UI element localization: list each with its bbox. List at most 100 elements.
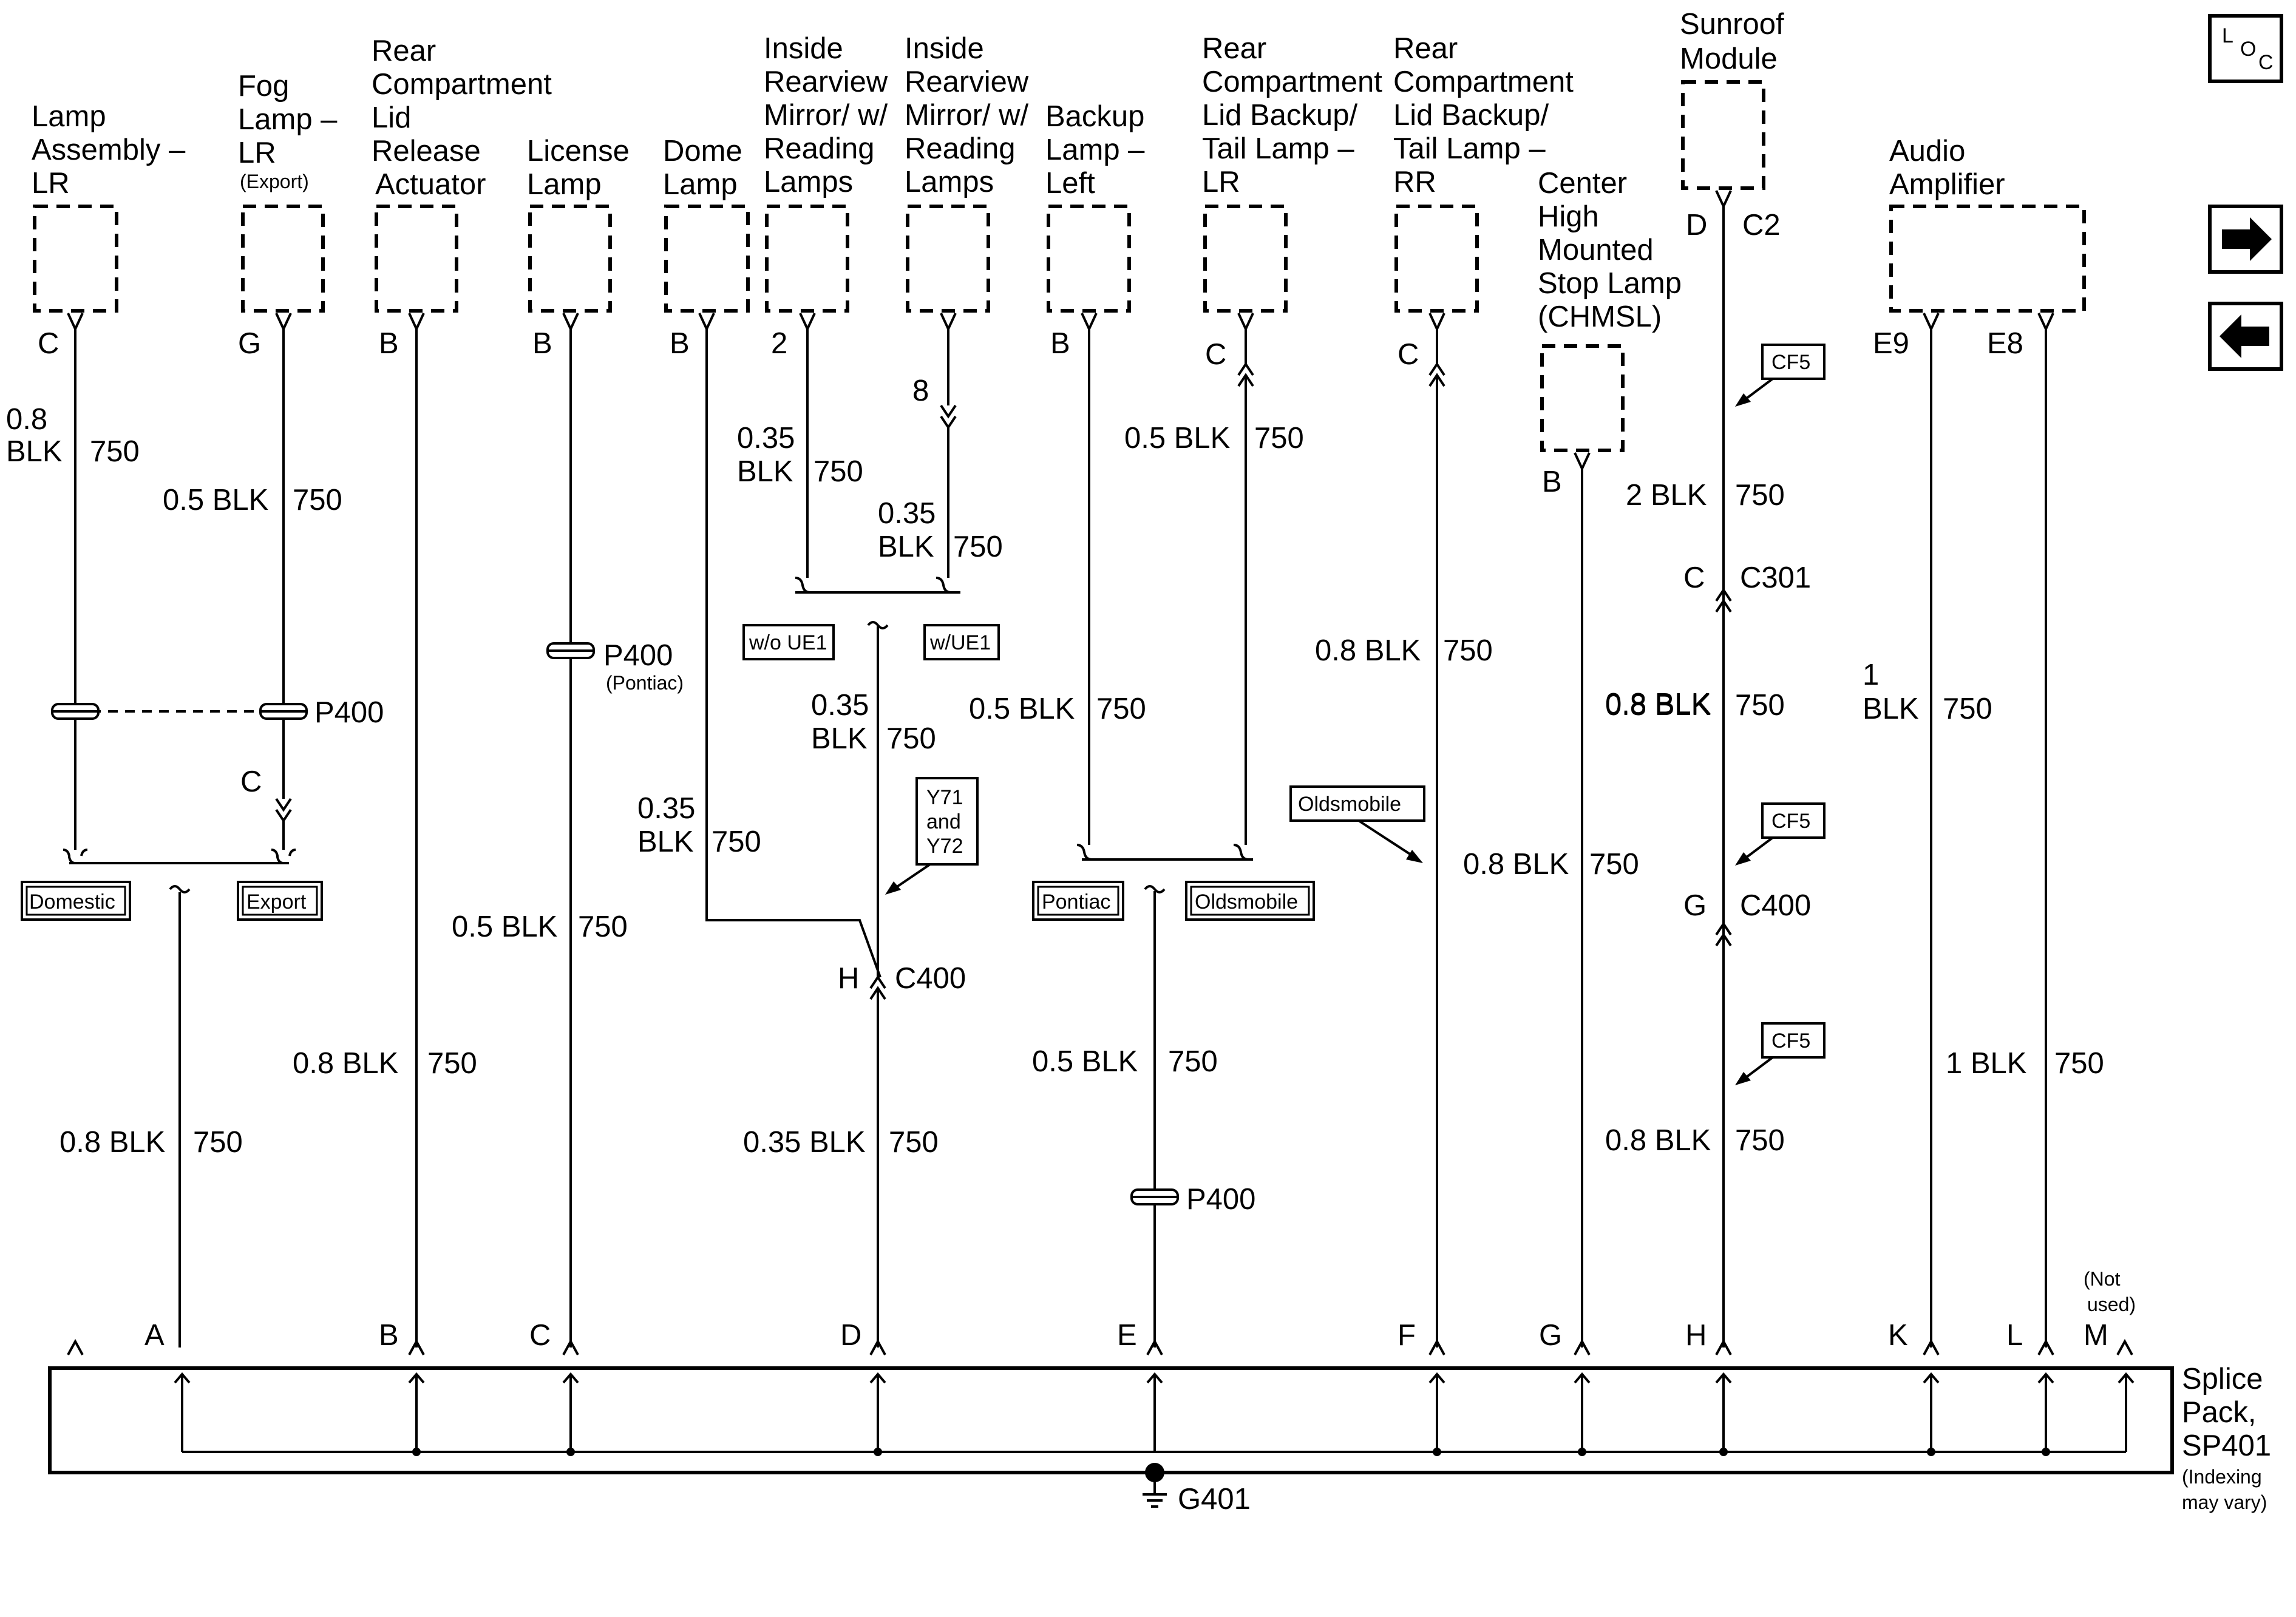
box-tail-lr xyxy=(1203,205,1288,313)
splice-pack-outline xyxy=(48,1366,2174,1474)
wire-size-label: 0.8 BLK xyxy=(59,1126,166,1159)
wire-size-label: 0.35 xyxy=(637,792,695,825)
label-release-line1: Rear xyxy=(372,35,436,67)
p400-license-lamp xyxy=(546,642,595,659)
label-lamp-assembly-line3: LR xyxy=(32,167,70,200)
pin-mirror2: 8 xyxy=(912,375,929,407)
box-backup-lamp xyxy=(1047,205,1131,313)
loc-button[interactable]: L O C xyxy=(2208,14,2283,83)
tag-wo-ue1: w/o UE1 xyxy=(749,631,827,654)
splice-pin-b: B xyxy=(379,1319,399,1352)
wire-size-label: 0.8 BLK xyxy=(1605,1124,1711,1157)
pin-mirror1: 2 xyxy=(771,327,787,360)
prev-page-button[interactable] xyxy=(2208,302,2283,371)
box-amplifier xyxy=(1889,205,2086,313)
pin-dome-lamp: B xyxy=(670,327,690,360)
tag-and: and xyxy=(926,810,961,833)
label-fog-lamp-line2: Lamp – xyxy=(238,103,338,136)
tag-cf5: CF5 xyxy=(1771,1029,1810,1053)
wire-circuit-label: 750 xyxy=(90,435,140,468)
label-tail-lr-line2: Compartment xyxy=(1202,66,1382,98)
label-chmsl-line4: Stop Lamp xyxy=(1538,267,1682,300)
label-mirror2-line4: Reading xyxy=(905,132,1016,165)
arrow-right-icon xyxy=(2222,217,2272,261)
splice-pack: A B C D E F G H K L M (Not used) xyxy=(48,1268,2271,1516)
label-release-line3: Lid xyxy=(372,101,411,134)
wire-circuit-label: 750 xyxy=(712,825,761,858)
label-release-line2: Compartment xyxy=(372,68,552,101)
label-backup-line2: Lamp – xyxy=(1045,134,1145,166)
wire-circuit-label: 750 xyxy=(2054,1047,2104,1080)
label-dome-line1: Dome xyxy=(663,135,742,168)
wire-circuit-label: 750 xyxy=(293,484,342,517)
pin-amplifier-e8: E8 xyxy=(1987,327,2023,360)
loc-letter-o: O xyxy=(2240,38,2256,61)
box-sunroof xyxy=(1681,80,1765,190)
p400-label: P400 xyxy=(603,639,673,672)
c301-label: C301 xyxy=(1740,561,1811,594)
pin-release-actuator: B xyxy=(379,327,399,360)
splice-name-line2: Pack, xyxy=(2182,1396,2257,1429)
splice-not-used-line2: used) xyxy=(2087,1293,2136,1315)
label-lamp-assembly-line2: Assembly – xyxy=(32,134,186,166)
pin-amplifier-e9: E9 xyxy=(1873,327,1909,360)
wire-size-label: 0.5 BLK xyxy=(1124,422,1231,455)
label-tail-lr-line3: Lid Backup/ xyxy=(1202,99,1357,132)
splice-name-line3: SP401 xyxy=(2182,1429,2271,1462)
splice-pin-m: M xyxy=(2084,1319,2108,1352)
fog-c-pin: C xyxy=(240,765,262,798)
wire-labels: 0.8 BLK 750 0.5 BLK 750 0.35 BLK 750 0.3… xyxy=(6,403,2104,1159)
splice-pin-h: H xyxy=(1685,1319,1707,1352)
inline-connectors xyxy=(51,642,1179,1205)
tag-oldsmobile-pointer: Oldsmobile xyxy=(1298,793,1401,816)
label-release-line4: Release xyxy=(372,135,481,168)
label-tail-rr-line4: Tail Lamp – xyxy=(1393,132,1546,165)
p400-fog-lamp xyxy=(259,703,308,720)
c301-pin: C xyxy=(1683,561,1705,594)
wire-size-label: 0.5 BLK xyxy=(163,484,269,517)
wire-size-label: 1 xyxy=(1863,659,1879,691)
wire-circuit-label: 750 xyxy=(427,1047,477,1080)
pin-license-lamp: B xyxy=(532,327,552,360)
label-mirror1-line5: Lamps xyxy=(764,166,853,198)
component-pins: C G B B B 2 8 B C C B D C2 E9 E8 xyxy=(38,209,2023,498)
wire-size-label: 0.35 xyxy=(878,497,936,530)
wire-size-label: 0.35 xyxy=(811,689,869,722)
tag-w-ue1: w/UE1 xyxy=(929,631,991,654)
arrow-left-icon xyxy=(2220,314,2269,358)
box-chmsl xyxy=(1540,344,1625,452)
splice-pin-e: E xyxy=(1117,1319,1137,1352)
label-backup-line3: Left xyxy=(1045,167,1095,200)
wire-size-label: 0.8 BLK xyxy=(293,1047,399,1080)
wire-size-label: BLK xyxy=(6,435,63,468)
box-lamp-assembly xyxy=(33,205,118,313)
connector-labels: P400 P400 (Pontiac) P400 C 8 H C400 C C3… xyxy=(240,375,1811,1216)
wire-size-label: 0.35 BLK xyxy=(743,1126,866,1159)
wire-size-label: 0.8 BLK xyxy=(1605,688,1711,720)
tag-y71: Y71 xyxy=(926,786,963,809)
next-page-button[interactable] xyxy=(2208,205,2283,274)
label-sunroof-line1: Sunroof xyxy=(1680,8,1784,41)
wire-size-label: 0.35 xyxy=(737,422,795,455)
label-fog-lamp-note: (Export) xyxy=(240,171,309,192)
splice-note-line2: may vary) xyxy=(2182,1491,2267,1513)
label-fog-lamp-line1: Fog xyxy=(238,70,289,103)
tag-pontiac: Pontiac xyxy=(1042,890,1110,914)
wire-size-label: 0.8 BLK xyxy=(1463,848,1569,881)
wire-size-label: BLK xyxy=(878,531,934,563)
label-license-line2: Lamp xyxy=(527,168,602,201)
ground-label: G401 xyxy=(1178,1483,1251,1516)
label-mirror1-line3: Mirror/ w/ xyxy=(764,99,888,132)
wire-size-label: 0.5 BLK xyxy=(969,693,1075,725)
label-release-line5: Actuator xyxy=(375,168,486,201)
wire-circuit-label: 750 xyxy=(1735,479,1785,512)
component-labels: Lamp Assembly – LR Fog Lamp – LR (Export… xyxy=(32,8,2005,333)
pin-fog-lamp: G xyxy=(238,327,261,360)
box-release-actuator xyxy=(375,205,458,313)
wire-size-label: 0.8 xyxy=(6,403,47,436)
box-dome-lamp xyxy=(664,205,750,313)
label-tail-rr-line1: Rear xyxy=(1393,32,1458,65)
tag-cf5: CF5 xyxy=(1771,351,1810,374)
label-amplifier-line2: Amplifier xyxy=(1889,168,2005,201)
